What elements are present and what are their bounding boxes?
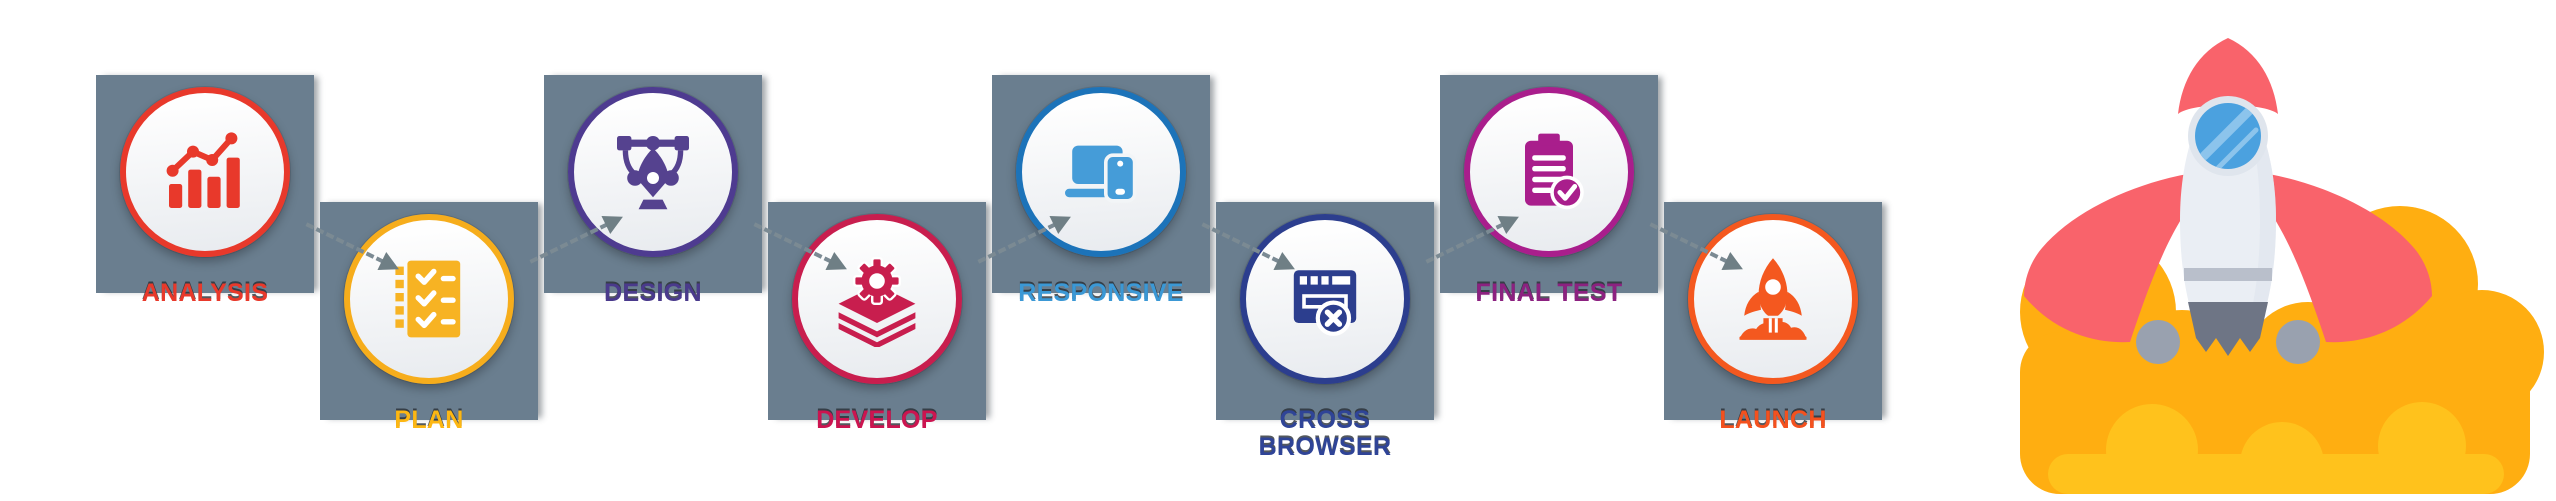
rocket-window <box>2188 96 2268 176</box>
smoke-puff <box>2136 320 2180 364</box>
step-launch: LAUNCH <box>1664 202 1882 433</box>
nose-cone <box>2178 38 2278 114</box>
step-circle <box>344 214 514 384</box>
step-label: FINAL TEST <box>1475 279 1623 307</box>
step-circle <box>120 87 290 257</box>
step-circle <box>1240 214 1410 384</box>
step-cross-browser: CROSS BROWSER <box>1216 202 1434 460</box>
step-design: DESIGN <box>544 75 762 306</box>
step-circle <box>1464 87 1634 257</box>
step-label: ANALYSIS <box>141 279 269 307</box>
smoke-puff <box>2276 320 2320 364</box>
step-circle <box>568 87 738 257</box>
step-develop: DEVELOP <box>768 202 986 433</box>
step-plan: PLAN <box>320 202 538 433</box>
clipboard-check-icon <box>1525 133 1584 210</box>
step-responsive: RESPONSIVE <box>992 75 1210 306</box>
rocket-icon <box>1739 258 1807 340</box>
step-label: PLAN <box>394 406 464 434</box>
rocket-launch-illustration <box>2020 38 2544 494</box>
step-final-test: FINAL TEST <box>1440 75 1658 306</box>
pen-tool-icon <box>617 136 689 210</box>
rocket-wings <box>2024 172 2432 343</box>
checklist-icon <box>395 260 461 338</box>
layers-gear-icon <box>838 257 916 347</box>
browser-error-icon <box>1293 270 1357 336</box>
body-band <box>2184 268 2272 281</box>
bar-chart-icon <box>166 132 240 208</box>
devices-icon <box>1065 145 1137 203</box>
step-label: CROSS BROWSER <box>1258 406 1392 461</box>
step-circle <box>792 214 962 384</box>
step-analysis: ANALYSIS <box>96 75 314 306</box>
process-panel: ANALYSIS PLAN <box>95 25 2002 463</box>
step-label: DEVELOP <box>816 406 938 434</box>
step-label: LAUNCH <box>1719 406 1827 434</box>
step-circle <box>1688 214 1858 384</box>
step-label: RESPONSIVE <box>1018 279 1184 307</box>
step-label: DESIGN <box>604 279 702 307</box>
step-circle <box>1016 87 1186 257</box>
engine-nozzle <box>2188 302 2268 356</box>
